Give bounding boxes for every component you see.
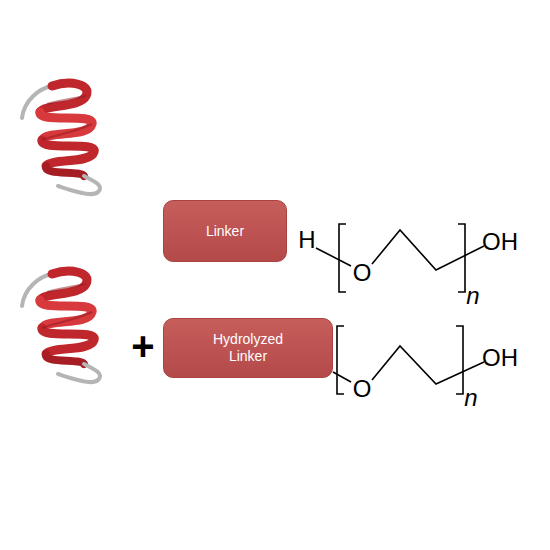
plus-sign: + [131, 326, 154, 366]
chemical-label: OH [482, 230, 518, 254]
chemical-label: O [353, 261, 372, 285]
peg-structure [316, 224, 484, 292]
chemical-label: O [353, 377, 372, 401]
box-label: Linker [175, 223, 275, 240]
protein-helix [22, 83, 100, 194]
protein-helix [22, 271, 100, 382]
chemical-label: H [298, 228, 315, 252]
linker-box: Linker [163, 200, 287, 262]
linker-box: Hydrolyzed Linker [163, 318, 333, 378]
chemical-label: n [466, 284, 479, 308]
chemical-label: OH [482, 346, 518, 370]
box-label: Hydrolyzed Linker [203, 331, 293, 365]
chemical-label: n [464, 386, 477, 410]
